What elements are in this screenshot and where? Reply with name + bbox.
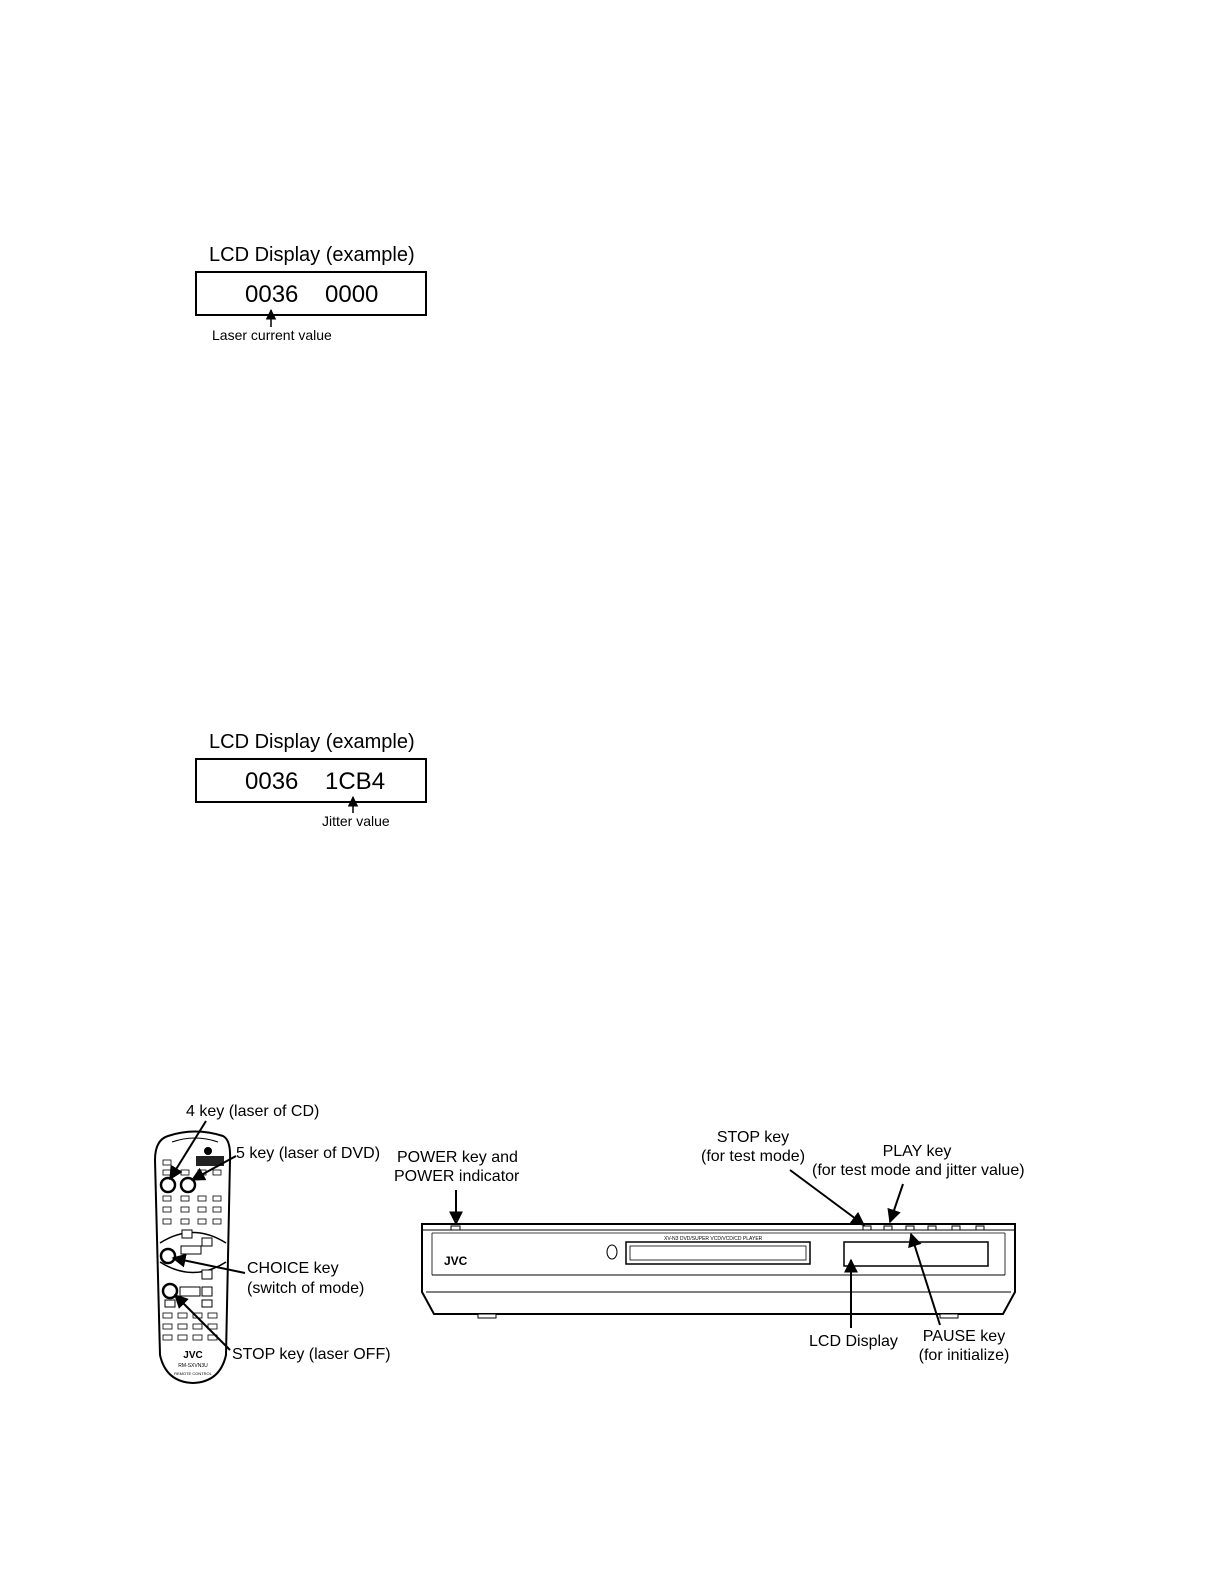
- player-stop-arrow: [789, 1169, 866, 1226]
- callout-pause-line1: PAUSE key: [922, 1328, 1006, 1345]
- callout-power-line1: POWER key and: [397, 1149, 518, 1166]
- lcd-example-2-display: 0036 1CB4: [195, 758, 427, 803]
- remote-brand-logo: JVC: [183, 1350, 202, 1361]
- player-brand-logo: JVC: [444, 1254, 468, 1268]
- lcd-example-2-value-right: 1CB4: [325, 768, 386, 795]
- lcd-example-1-value-left: 0036: [245, 281, 299, 308]
- play-arrow: [887, 1183, 904, 1224]
- key4-arrow: [169, 1120, 207, 1181]
- callout-choice-line1: CHOICE key: [247, 1260, 339, 1277]
- lcd-example-2-title: LCD Display (example): [209, 731, 415, 753]
- callout-key4: 4 key (laser of CD): [186, 1103, 320, 1120]
- remote-key-4: [159, 1176, 177, 1194]
- player-stop-button: [862, 1225, 872, 1231]
- lcd-example-1-value-right: 0000: [325, 281, 379, 308]
- remote-stop-arrow: [174, 1294, 231, 1351]
- callout-key5: 5 key (laser of DVD): [236, 1145, 381, 1162]
- key5-arrow: [190, 1155, 237, 1181]
- remote-sensor: [606, 1244, 618, 1260]
- disc-tray: [625, 1241, 811, 1265]
- remote-model-label: RM-SXVN3U: [178, 1363, 208, 1369]
- player-power-button: [450, 1225, 461, 1231]
- remote-subtitle-label: REMOTE CONTROL: [174, 1371, 213, 1376]
- callout-play-line2: (for test mode and jitter value): [812, 1162, 1025, 1179]
- pause-arrow: [908, 1232, 941, 1326]
- player-lcd-window: [843, 1241, 989, 1267]
- callout-remote-stop: STOP key (laser OFF): [232, 1346, 391, 1363]
- callout-play-line1: PLAY key: [882, 1143, 952, 1160]
- choice-arrow: [171, 1253, 246, 1274]
- player-pause-button: [905, 1225, 915, 1231]
- remote-choice-key: [159, 1247, 177, 1265]
- player-play-button: [883, 1225, 893, 1231]
- callout-power-line2: POWER indicator: [394, 1168, 520, 1185]
- lcd-example-1-title: LCD Display (example): [209, 244, 415, 266]
- remote-stop-key: [161, 1282, 179, 1300]
- callout-stop-line2: (for test mode): [700, 1148, 806, 1165]
- lcd-example-2-value-left: 0036: [245, 768, 299, 795]
- remote-control: JVC RM-SXVN3U REMOTE CONTROL: [153, 1130, 232, 1385]
- dvd-player: JVC XV-N3 DVD/SUPER VCD/VCD/CD PLAYER: [421, 1223, 1016, 1319]
- callout-pause-line2: (for initialize): [918, 1347, 1010, 1364]
- callout-lcd-display: LCD Display: [809, 1333, 898, 1350]
- lcd-example-1-display: 0036 0000: [195, 271, 427, 316]
- lcd-example-2-caption: Jitter value: [322, 813, 390, 829]
- lcd-example-1-caption: Laser current value: [212, 327, 332, 343]
- callout-stop-line1: STOP key: [716, 1129, 790, 1146]
- remote-key-5: [179, 1176, 197, 1194]
- player-model-label: XV-N3 DVD/SUPER VCD/VCD/CD PLAYER: [664, 1236, 763, 1242]
- callout-choice-line2: (switch of mode): [247, 1280, 365, 1297]
